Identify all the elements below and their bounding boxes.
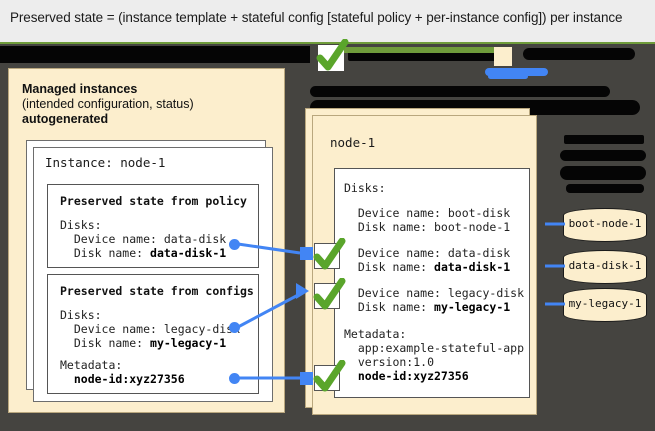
instance-label: Instance: node-1 xyxy=(45,155,166,170)
data-device-name: Device name: data-disk xyxy=(344,246,511,260)
policy-body-text: Disks: Device name: data-disk Disk name: xyxy=(60,218,227,260)
preserved-state-configs-card xyxy=(47,274,259,394)
connector-square-node-id xyxy=(300,372,313,385)
data-disk-name: data-disk-1 xyxy=(434,260,511,274)
redaction-bar-7 xyxy=(560,150,646,161)
disks-heading: Disks: xyxy=(344,181,386,195)
running-disks-card xyxy=(334,168,530,398)
connector-dot-node-id xyxy=(229,373,240,384)
configs-disks-text: Disks: Device name: legacy-disk Disk nam… xyxy=(60,308,241,350)
check-box-data-disk xyxy=(313,238,346,270)
disk-cylinder-label: boot-node-1 xyxy=(568,217,642,230)
blue-scribble-2 xyxy=(488,74,528,79)
metadata-version: version:1.0 xyxy=(344,355,435,369)
disk-cylinder-label: data-disk-1 xyxy=(568,259,642,272)
check-mark-icon xyxy=(313,238,346,270)
metadata-node-id: node-id:xyz27356 xyxy=(344,369,469,383)
disk-cylinder-icon xyxy=(563,250,647,284)
policy-disk-name: data-disk-1 xyxy=(150,246,227,260)
preserved-state-configs-title: Preserved state from configs xyxy=(60,284,254,298)
boot-device-name: Device name: boot-disk xyxy=(344,206,511,220)
disk-entry-boot: Device name: boot-disk Disk name: boot-n… xyxy=(344,206,510,234)
blue-scribble xyxy=(485,68,548,76)
redaction-bar-1 xyxy=(0,46,310,63)
boot-disk-name: Disk name: boot-node-1 xyxy=(344,220,511,234)
banner-title: Preserved state = (instance template + s… xyxy=(10,10,623,25)
check-mark-icon xyxy=(316,39,349,71)
metadata-app: app:example-stateful-app xyxy=(344,341,525,355)
disk-entry-legacy: Device name: legacy-disk Disk name: my-l… xyxy=(344,286,524,314)
heading-line-3: autogenerated xyxy=(22,112,109,126)
disk-entry-data: Device name: data-disk Disk name: data-d… xyxy=(344,246,510,274)
redaction-bar-3 xyxy=(523,48,635,60)
title-banner: Preserved state = (instance template + s… xyxy=(0,0,655,44)
configs-disk-name: my-legacy-1 xyxy=(150,336,227,350)
metadata-heading: Metadata: xyxy=(344,327,407,341)
connector-dot-legacy-disk xyxy=(229,322,240,333)
disk-cylinder-label: my-legacy-1 xyxy=(568,297,642,310)
check-mark-icon xyxy=(313,278,346,310)
disk-cylinder-icon xyxy=(563,208,647,242)
preserved-state-configs-disks: Disks: Device name: legacy-disk Disk nam… xyxy=(60,308,240,350)
node-label: node-1 xyxy=(330,135,376,150)
legacy-device-name: Device name: legacy-disk xyxy=(344,286,525,300)
preserved-state-policy-title: Preserved state from policy xyxy=(60,194,247,208)
data-disk-prefix: Disk name: xyxy=(344,260,435,274)
connector-dot-data-disk xyxy=(229,239,240,250)
heading-line-2: (intended configuration, status) xyxy=(22,97,194,111)
preserved-state-policy-card xyxy=(47,184,259,268)
check-box-node-id xyxy=(313,360,346,392)
check-mark-icon xyxy=(313,360,346,392)
connector-arrow-legacy-disk xyxy=(296,283,309,299)
legacy-disk-name: my-legacy-1 xyxy=(434,300,511,314)
configs-node-id: node-id:xyz27356 xyxy=(73,372,185,386)
check-box-top xyxy=(316,39,349,71)
redaction-bar-8 xyxy=(560,166,646,180)
disk-cylinder-icon xyxy=(563,288,647,322)
configs-metadata-text: Metadata: xyxy=(60,358,123,372)
green-accent-stroke xyxy=(330,47,505,53)
heading-line-1: Managed instances xyxy=(22,82,138,96)
legacy-disk-prefix: Disk name: xyxy=(344,300,435,314)
cream-chip xyxy=(494,47,512,66)
preserved-state-configs-metadata: Metadata: node-id:xyz27356 xyxy=(60,358,185,386)
preserved-state-policy-body: Disks: Device name: data-disk Disk name:… xyxy=(60,218,226,260)
check-box-legacy-disk xyxy=(313,278,346,310)
connector-square-data-disk xyxy=(300,247,313,260)
redaction-bar-9 xyxy=(566,184,644,193)
redaction-bar-6 xyxy=(564,135,644,144)
managed-instances-heading: Managed instances (intended configuratio… xyxy=(22,82,272,127)
redaction-bar-4 xyxy=(310,86,610,97)
